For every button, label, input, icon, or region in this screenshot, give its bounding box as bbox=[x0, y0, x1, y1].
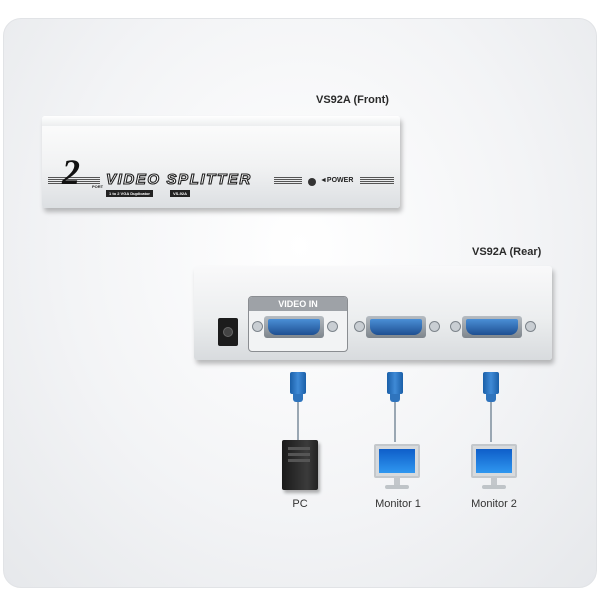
vga-cable-pc-icon bbox=[288, 372, 308, 442]
stripes-middle bbox=[274, 177, 302, 186]
video-in-label: VIDEO IN bbox=[249, 297, 347, 311]
power-led-icon bbox=[308, 178, 316, 186]
monitor-2-icon bbox=[471, 444, 517, 494]
model-tag: VS-92A bbox=[170, 190, 191, 197]
port-label: PORT bbox=[92, 184, 104, 189]
monitor-1-icon bbox=[374, 444, 420, 494]
monitor-2-label: Monitor 2 bbox=[471, 498, 517, 510]
vga-cable-monitor1-icon bbox=[385, 372, 405, 442]
vga-port-output2-icon bbox=[450, 316, 536, 338]
pc-tower-icon bbox=[282, 440, 318, 490]
rear-view-title: VS92A (Rear) bbox=[472, 246, 542, 258]
product-name: VIDEO SPLITTER bbox=[105, 170, 252, 188]
front-panel: 2 PORT VIDEO SPLITTER 1 to 2 VGA Duplica… bbox=[42, 116, 400, 208]
power-jack-icon bbox=[218, 318, 238, 346]
port-count-number: 2 bbox=[62, 152, 80, 192]
front-view-title: VS92A (Front) bbox=[316, 94, 389, 106]
stripes-right bbox=[360, 177, 394, 186]
rear-panel: VIDEO IN bbox=[194, 266, 552, 360]
vga-cable-monitor2-icon bbox=[481, 372, 501, 442]
vga-port-input-icon bbox=[252, 316, 338, 338]
subtitle-tag: 1 to 2 VGA Duplicator bbox=[106, 190, 153, 197]
stripes-left bbox=[48, 177, 100, 186]
vga-port-output1-icon bbox=[354, 316, 440, 338]
monitor-1-label: Monitor 1 bbox=[375, 498, 421, 510]
pc-label: PC bbox=[292, 498, 308, 510]
power-label: ◄POWER bbox=[320, 177, 354, 184]
front-panel-top-edge bbox=[42, 116, 400, 126]
